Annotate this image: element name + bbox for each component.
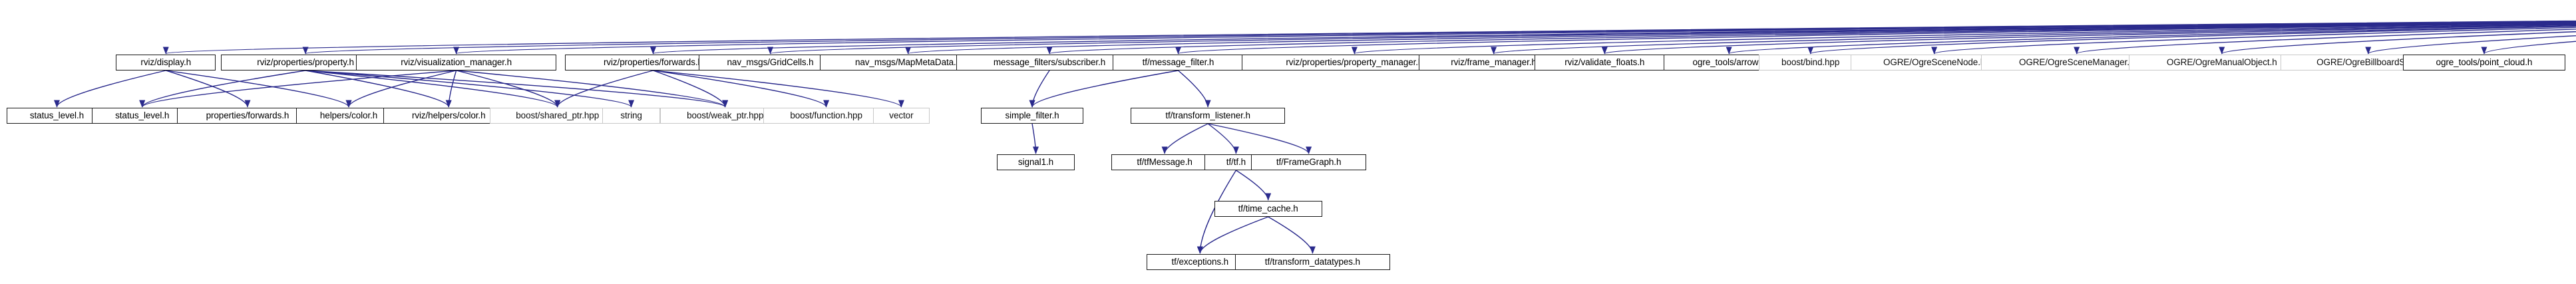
graph-node-n34[interactable]: tf/FrameGraph.h: [1251, 154, 1366, 170]
graph-node-n18[interactable]: ogre_tools/point_cloud.h: [2402, 55, 2566, 71]
graph-node-n11[interactable]: rviz/validate_floats.h: [1535, 55, 1675, 71]
graph-node-n5[interactable]: nav_msgs/GridCells.h: [699, 55, 842, 71]
graph-node-n3[interactable]: rviz/visualization_manager.h: [355, 55, 557, 71]
graph-node-n32[interactable]: tf/tfMessage.h: [1111, 154, 1218, 170]
graph-node-n1[interactable]: rviz/display.h: [116, 55, 216, 71]
graph-node-n19[interactable]: status_level.h: [6, 108, 108, 124]
graph-node-n7[interactable]: message_filters/subscriber.h: [956, 55, 1143, 71]
graph-node-n31[interactable]: signal1.h: [996, 154, 1075, 170]
graph-node-n25: string: [602, 108, 661, 124]
graph-node-n37[interactable]: tf/transform_datatypes.h: [1235, 254, 1390, 270]
graph-node-n28: vector: [872, 108, 930, 124]
graph-node-n8[interactable]: tf/message_filter.h: [1113, 55, 1244, 71]
graph-node-n13: boost/bind.hpp: [1758, 55, 1863, 71]
graph-node-n30[interactable]: tf/transform_listener.h: [1130, 108, 1286, 124]
graph-node-n29[interactable]: simple_filter.h: [980, 108, 1084, 124]
graph-node-n35[interactable]: tf/time_cache.h: [1214, 201, 1322, 217]
graph-node-n20[interactable]: status_level.h: [91, 108, 193, 124]
graph-node-n27: boost/function.hpp: [763, 108, 890, 124]
